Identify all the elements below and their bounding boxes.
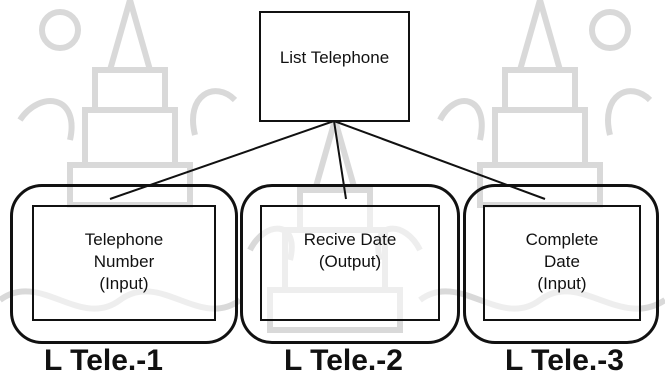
node-3-caption: L Tele.-3 bbox=[505, 344, 624, 377]
root-node-box: List Telephone bbox=[259, 11, 410, 122]
node-2-caption: L Tele.-2 bbox=[284, 344, 403, 377]
node-3-box: Complete Date (Input) bbox=[483, 205, 641, 321]
node-1-caption: L Tele.-1 bbox=[44, 344, 163, 377]
node-3-label: Complete Date (Input) bbox=[525, 230, 599, 294]
node-1-frame bbox=[10, 184, 238, 344]
node-1-box: Telephone Number (Input) bbox=[32, 205, 216, 321]
node-2-box: Recive Date (Output) bbox=[260, 205, 440, 321]
root-node-label: List Telephone bbox=[279, 48, 390, 68]
node-3-frame bbox=[463, 184, 659, 344]
node-2-label: Recive Date (Output) bbox=[303, 230, 397, 272]
node-2-frame bbox=[240, 184, 460, 344]
node-1-label: Telephone Number (Input) bbox=[84, 230, 164, 294]
